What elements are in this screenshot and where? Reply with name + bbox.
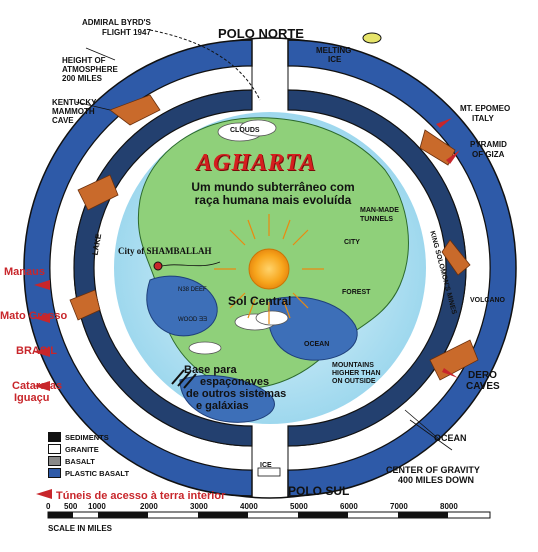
scale-tick-0: 0 [46, 502, 51, 511]
scale-tick-5000: 5000 [290, 502, 308, 511]
legend-granite: GRANITE [48, 444, 99, 454]
mountains-label-3: ON OUTSIDE [332, 378, 376, 385]
atmosphere-label-3: 200 MILES [62, 74, 103, 83]
leader-lines [75, 47, 453, 451]
byrd-label-2: FLIGHT 1947 [102, 28, 151, 37]
giza-label-1: PYRAMID [470, 140, 507, 149]
city-label: CITY [344, 239, 360, 246]
legend-sediments: SEDIMENTS [48, 432, 109, 442]
south-pole-label: POLO SUL [288, 484, 350, 498]
scale-bar [47, 511, 491, 519]
atmosphere-label-1: HEIGHT OF [62, 56, 106, 65]
cataratas-label: Cataratas [12, 380, 63, 392]
ocean-inner-label: OCEAN [304, 341, 330, 348]
scale-tick-2000: 2000 [140, 502, 158, 511]
clouds-top [217, 119, 277, 142]
scale-tick-8000: 8000 [440, 502, 458, 511]
scale-tick-4000: 4000 [240, 502, 258, 511]
dero-label-1: DERO [468, 370, 497, 381]
legend-plastic-basalt: PLASTIC BASALT [48, 468, 129, 478]
tunnels-caption: Túneis de acesso à terra interior [56, 490, 226, 502]
inner-ocean-lower [179, 375, 275, 423]
scale-tick-3000: 3000 [190, 502, 208, 511]
legend-label-plastic-basalt: PLASTIC BASALT [65, 468, 130, 478]
inner-ocean-center [268, 296, 358, 361]
legend-swatch-plastic-basalt [48, 468, 61, 478]
manaus-label: Manaus [4, 266, 45, 278]
tunnels-label-1: MAN-MADE [360, 207, 399, 214]
atmosphere-label-2: ATMOSPHERE [62, 65, 118, 74]
legend-label-sediments: SEDIMENTS [65, 432, 109, 442]
kentucky-label-2: MAMMOTH [52, 107, 95, 116]
shamballah-label: City of SHAMBALLAH [118, 246, 212, 256]
melting-ice-label-2: ICE [328, 55, 342, 64]
mirrored-text-1: N38 dEEF [178, 287, 207, 293]
crust-right-core [287, 89, 467, 447]
byrd-label-1: ADMIRAL BYRD'S [82, 18, 151, 27]
legend-swatch-sediments [48, 432, 61, 442]
base-line-3: de outros sistemas [186, 388, 287, 400]
legend-label-granite: GRANITE [65, 444, 99, 454]
kentucky-label-1: KENTUCKY [52, 98, 97, 107]
central-sun-label: Sol Central [228, 294, 292, 308]
base-line-2: espaçonaves [200, 376, 270, 388]
epomeo-label-2: ITALY [472, 114, 494, 123]
clouds-label: CLOUDS [230, 127, 260, 134]
title-agharta: AGHARTA [196, 150, 317, 176]
kentucky-label-3: CAVE [52, 116, 74, 125]
iguacu-label: Iguaçu [14, 392, 50, 404]
crust-left-core [73, 89, 253, 447]
central-sun [214, 214, 324, 324]
arrows-right [436, 118, 460, 378]
volcano-label: VOLCANO [470, 297, 505, 304]
shamballah-road [161, 261, 221, 267]
mato-grosso-label: Mato Grosso [0, 310, 68, 322]
gravity-label-2: 400 MILES DOWN [398, 475, 475, 485]
legend-basalt: BASALT [48, 456, 95, 466]
scale-tick-6000: 6000 [340, 502, 358, 511]
ocean-outer-label: OCEAN [434, 433, 467, 443]
tunnels-label-2: TUNNELS [360, 216, 394, 223]
legend-swatch-basalt [48, 456, 61, 466]
ice-label: ICE [260, 462, 272, 469]
shamballah-marker [153, 261, 163, 271]
north-pole-label: POLO NORTE [218, 26, 304, 41]
mirrored-text-2: WOOd ƎƎ [178, 317, 208, 323]
gravity-label-1: CENTER OF GRAVITY [386, 465, 480, 475]
arrows-left [34, 280, 52, 499]
mountains-label-1: MOUNTAINS [332, 362, 374, 369]
clouds-mid [188, 310, 289, 355]
forest-label: FOREST [342, 289, 371, 296]
dero-label-2: CAVES [466, 381, 500, 392]
scale-tick-500: 500 [64, 502, 78, 511]
base-line-1: Base para [184, 364, 237, 376]
mountains-label-2: HIGHER THAN [332, 370, 381, 377]
legend-swatch-granite [48, 444, 61, 454]
base-line-4: e galáxias [196, 400, 249, 412]
subtitle-line-1: Um mundo subterrâneo com [191, 180, 355, 194]
melting-ice-disc [362, 32, 382, 44]
inner-ocean-left [146, 275, 218, 337]
scale-caption: SCALE IN MILES [48, 524, 113, 533]
scale-tick-1000: 1000 [88, 502, 106, 511]
subtitle-line-2: raça humana mais evoluída [194, 193, 352, 207]
melting-ice-label-1: MELTING [316, 46, 352, 55]
south-ice [257, 467, 281, 477]
epomeo-label-1: MT. EPOMEO [460, 104, 511, 113]
cave-tunnels [69, 94, 479, 381]
scale-tick-7000: 7000 [390, 502, 408, 511]
legend-label-basalt: BASALT [65, 456, 95, 466]
giza-label-2: OF GIZA [472, 150, 505, 159]
brasil-label: BRASIL [16, 345, 57, 357]
flight-path [149, 29, 261, 101]
spaceship-base-pads [171, 369, 197, 389]
